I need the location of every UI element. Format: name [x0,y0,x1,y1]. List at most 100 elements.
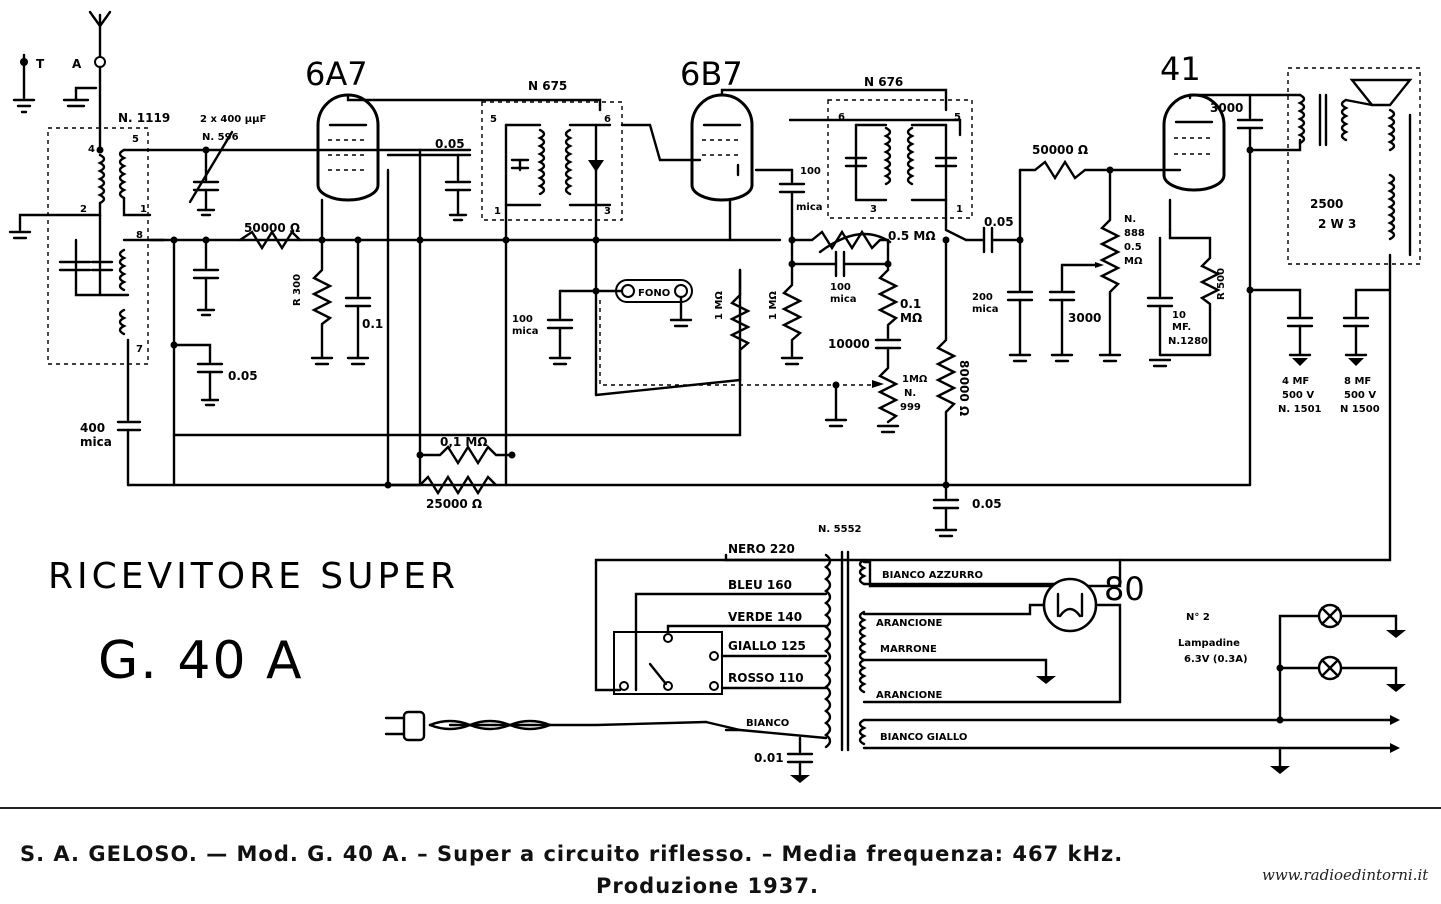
detector-load: 0.1 MΩ 10000 1MΩ N. 999 [824,238,928,434]
r01m-b-unit: MΩ [900,311,922,325]
lamps-label: N° 2 [1186,612,1210,623]
out-tr2-label: 2 W 3 [1318,217,1356,231]
tube-80-label: 80 [1104,570,1145,608]
if2-label: N 676 [864,75,903,89]
if2-pin3: 3 [870,204,877,215]
arancione1-label: ARANCIONE [876,618,942,629]
tuning-gang-capacitor: 2 x 400 µµF N. 596 [122,114,782,317]
pin-8: 8 [136,230,143,241]
pwr-tr-label: N. 5552 [818,524,862,535]
giallo-label: GIALLO 125 [728,639,806,653]
cap-005-bottom: 0.05 [932,483,1002,538]
coil-ant-label: N. 1119 [118,111,170,125]
r300-label: R 300 [292,274,303,306]
pin-2: 2 [80,204,87,215]
pot-n2-label: 999 [900,402,921,413]
power-transformer: N. 5552 NERO 220 BLEU 160 VERDE 140 GIAL… [384,524,867,783]
c005b-label: 0.05 [228,369,258,383]
c005c-label: 0.05 [972,497,1002,511]
tube-41-label: 41 [1160,50,1201,88]
tube-6a7-label: 6A7 [305,55,368,93]
r80k-label: 80000 Ω [957,360,971,416]
if2-pin6: 6 [838,112,845,123]
avc-resistors: 0,1 MΩ 25000 Ω [172,433,514,511]
nero-label: NERO 220 [728,542,795,556]
r1m-b-label: 1 MΩ [768,291,779,320]
c100c-label: 100 [800,166,821,177]
r1m-a-label: 1 MΩ [714,291,725,320]
bianco-giallo-label: BIANCO GIALLO [880,732,967,743]
out-tr-label: 2500 [1310,197,1343,211]
verde-label: VERDE 140 [728,610,802,624]
r50k-label: 50000 Ω [244,221,300,235]
c10mf-n: N.1280 [1168,336,1208,347]
n888c-label: 0.5 [1124,242,1142,253]
trimmer-label: 2 x 400 µµF [200,114,266,125]
c3000a-label: 3000 [1068,311,1101,325]
c100a-mica: mica [512,326,539,337]
resistors-1m: 1 MΩ 1 MΩ [594,238,804,397]
title-line1: RICEVITORE SUPER [48,556,459,597]
cap-005-a: 0.05 [172,343,258,407]
c005a-label: 0.05 [435,137,465,151]
if1-pin6: 6 [604,114,611,125]
if2-pin1: 1 [956,204,963,215]
c4mf-v: 500 V [1282,390,1314,401]
r05m-label: 0.5 MΩ [888,229,936,243]
cathode-41: 10 MF. N.1280 R 500 [1146,228,1227,368]
pin-5: 5 [132,134,139,145]
trimmer-n-label: N. 596 [202,132,239,143]
pot1m-label: 1MΩ [902,374,928,385]
caption-line1: S. A. GELOSO. — Mod. G. 40 A. – Super a … [20,842,1123,866]
if-transformer-n676: N 676 6 5 3 1 [827,75,973,242]
r500-label: R 500 [1216,268,1227,300]
cathode-bias: R 300 0.1 [292,238,383,366]
arancione2-label: ARANCIONE [876,690,942,701]
if1-pin3: 3 [604,206,611,217]
tube-41: 41 [1160,50,1302,232]
c400-label-mica: mica [80,435,112,449]
c100c-mica: mica [796,202,823,213]
pot-n-label: N. [904,388,916,399]
rosso-label: ROSSO 110 [728,671,804,685]
c100b-mica: mica [830,294,857,305]
pin-4: 4 [88,144,95,155]
antenna-t-label: T [36,57,45,71]
c01-label: 0.1 [362,317,383,331]
caption-line2: Produzione 1937. [596,874,819,898]
c10000-label: 10000 [828,337,870,351]
r01m-a-label: 0,1 MΩ [440,435,488,449]
r25k-label: 25000 Ω [426,497,482,511]
pin-1: 1 [140,204,147,215]
tube-6b7: 6B7 [680,55,962,242]
fono-label: FONO [638,288,670,299]
resistor-05m: 0.5 MΩ 100 mica [790,229,936,305]
bleu-label: BLEU 160 [728,578,792,592]
n888-label: N. [1124,214,1136,225]
c200-label: 200 [972,292,993,303]
cap-100-mica-c: 100 mica [778,166,823,242]
c8mf-v: 500 V [1344,390,1376,401]
c4mf-n: N. 1501 [1278,404,1322,415]
antenna-coil: N. 1119 4 5 2 1 8 7 [8,111,170,422]
transformer-secondary: BIANCO AZZURRO ARANCIONE MARRONE ARANCIO… [862,558,1400,753]
tone-volume: 3000 N. 888 0.5 MΩ [1048,168,1145,363]
c8mf-label: 8 MF [1344,376,1371,387]
if2-pin5: 5 [954,112,961,123]
if1-label: N 675 [528,79,567,93]
output-stage: 3000 2500 2 W 3 4 MF 500 V N. 1501 8 [594,67,1421,692]
cap-005-screen: 0.05 [418,137,472,487]
title-line2: G. 40 A [98,631,304,691]
c8mf-n: N 1500 [1340,404,1380,415]
c400-label: 400 [80,421,105,435]
if1-pin5: 5 [490,114,497,125]
lamps3-label: 6.3V (0.3A) [1184,654,1248,665]
marrone-label: MARRONE [880,644,937,655]
tube-6b7-label: 6B7 [680,55,743,93]
n888d-label: MΩ [1124,256,1143,267]
c10mf-unit: MF. [1172,322,1191,333]
pilot-lamps: N° 2 Lampadine 6.3V (0.3A) [1178,603,1406,774]
c3000b-label: 3000 [1210,101,1243,115]
